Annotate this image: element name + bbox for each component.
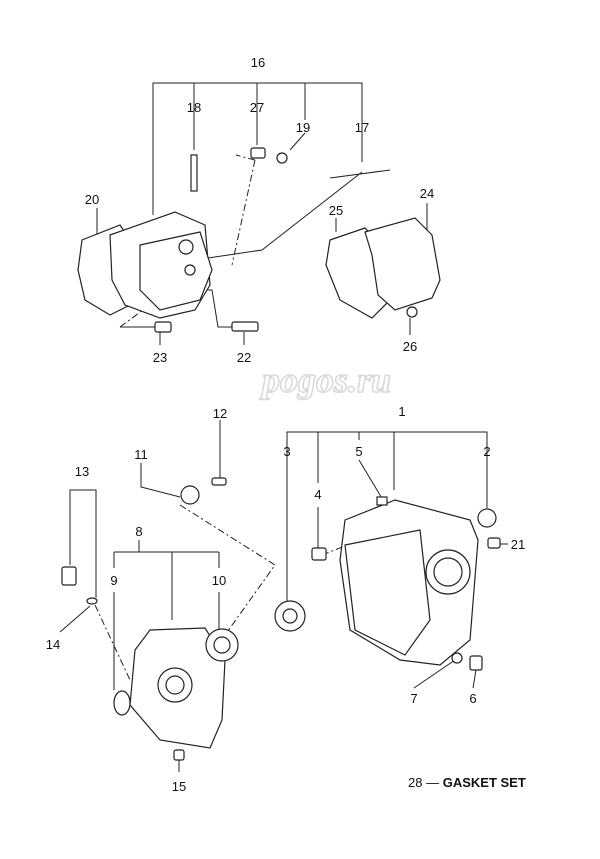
callout-9: 9 [110, 573, 117, 588]
callout-27: 27 [250, 100, 264, 115]
crankcase-cover-assembly [61, 477, 239, 761]
cylinder-head-assembly [77, 147, 391, 333]
leader-lines-cylinder-head [96, 82, 428, 345]
callout-8: 8 [135, 524, 142, 539]
callout-13: 13 [75, 464, 89, 479]
callout-20: 20 [85, 192, 99, 207]
callout-15: 15 [172, 779, 186, 794]
callout-5: 5 [355, 444, 362, 459]
callout-23: 23 [153, 350, 167, 365]
callout-16: 16 [251, 55, 265, 70]
callout-19: 19 [296, 120, 310, 135]
callout-21: 21 [511, 537, 525, 552]
legend-text: GASKET SET [443, 775, 526, 790]
callout-17: 17 [355, 120, 369, 135]
callout-labels: 16 18 27 19 17 20 24 25 23 22 26 12 1 11… [46, 55, 525, 794]
callout-6: 6 [469, 691, 476, 706]
callout-24: 24 [420, 186, 434, 201]
callout-4: 4 [314, 487, 321, 502]
legend-number: 28 [408, 775, 422, 790]
crankcase-assembly [274, 496, 501, 671]
callout-26: 26 [403, 339, 417, 354]
callout-18: 18 [187, 100, 201, 115]
legend-gasket-set: 28 — GASKET SET [408, 775, 526, 790]
callout-2: 2 [483, 444, 490, 459]
callout-3: 3 [283, 444, 290, 459]
callout-14: 14 [46, 637, 60, 652]
callout-12: 12 [213, 406, 227, 421]
callout-11: 11 [134, 447, 148, 462]
callout-7: 7 [410, 691, 417, 706]
callout-10: 10 [212, 573, 226, 588]
watermark: pogos.ru [259, 360, 391, 400]
callout-25: 25 [329, 203, 343, 218]
head-cover-assembly [325, 217, 441, 319]
legend-dash: — [426, 775, 439, 790]
callout-1: 1 [398, 404, 405, 419]
callout-22: 22 [237, 350, 251, 365]
